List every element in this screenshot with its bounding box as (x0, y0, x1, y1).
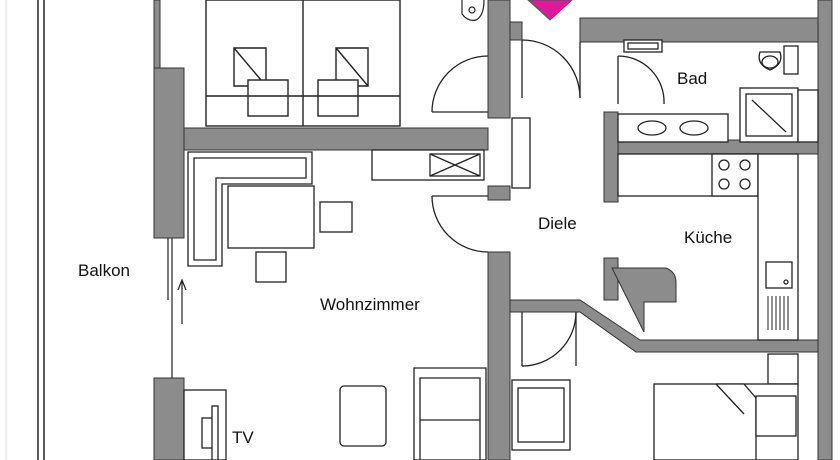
living-room-door (431, 195, 489, 253)
sofa (413, 367, 487, 460)
armchairs (255, 201, 353, 283)
room-label-balkon: Balkon (78, 261, 130, 280)
entrance-door (521, 39, 581, 99)
balcony-door (167, 238, 187, 378)
room-label-wohnzimmer: Wohnzimmer (320, 295, 420, 314)
corner-sofa (187, 151, 313, 267)
room-label-diele: Diele (538, 214, 577, 233)
wardrobe (511, 117, 531, 189)
armchair-lower (511, 379, 571, 451)
bed-lower (653, 353, 799, 460)
wash-basin (461, 0, 485, 21)
room-label-kueche: Küche (684, 228, 732, 247)
coffee-table (227, 185, 315, 249)
kitchen-fixtures (617, 153, 799, 341)
location-marker-icon (527, 0, 573, 21)
room-label-bad: Bad (677, 69, 707, 88)
side-table (339, 385, 387, 447)
bedroom-door (431, 55, 489, 113)
balcony-rails (37, 0, 45, 460)
walls (153, 0, 833, 460)
room-label-tv: TV (232, 428, 254, 447)
tv-unit (183, 389, 227, 460)
bathroom-fixtures (617, 39, 819, 143)
wc-door (521, 311, 577, 367)
double-bed (205, 0, 401, 127)
wall-cabinet (371, 149, 485, 181)
